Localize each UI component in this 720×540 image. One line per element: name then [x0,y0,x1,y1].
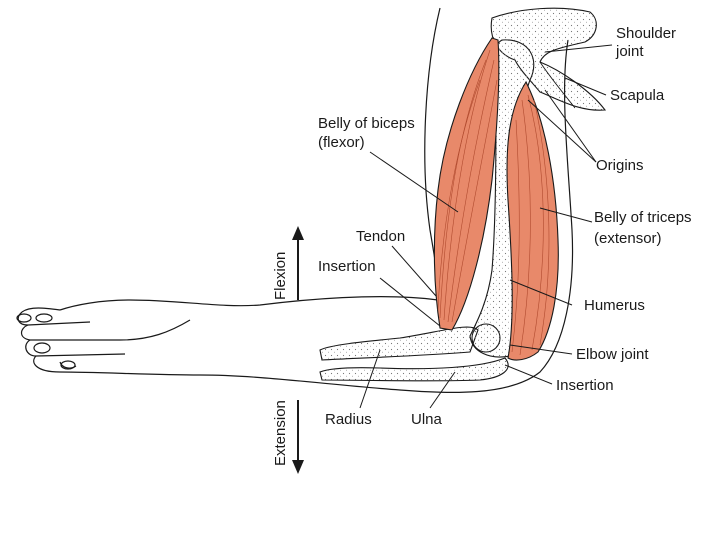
label-insertion-top: Insertion [318,258,376,276]
label-elbow-joint: Elbow joint [576,346,649,364]
label-origins: Origins [596,157,644,175]
label-scapula: Scapula [610,87,664,105]
forearm-bones [320,324,508,381]
label-shoulder-joint-line2: joint [616,43,644,61]
label-radius: Radius [325,411,372,429]
label-flexion: Flexion [272,252,289,300]
label-belly-biceps-line2: (flexor) [318,134,365,152]
label-belly-triceps-line1: Belly of triceps [594,209,692,227]
label-insertion-bottom: Insertion [556,377,614,395]
label-ulna: Ulna [411,411,442,429]
label-extension: Extension [272,400,289,466]
label-tendon: Tendon [356,228,405,246]
triceps-muscle [507,82,558,360]
label-humerus: Humerus [584,297,645,315]
label-shoulder-joint-line1: Shoulder [616,25,676,43]
movement-arrows [292,226,304,474]
label-belly-triceps-line2: (extensor) [594,230,662,248]
label-belly-biceps-line1: Belly of biceps [318,115,415,133]
